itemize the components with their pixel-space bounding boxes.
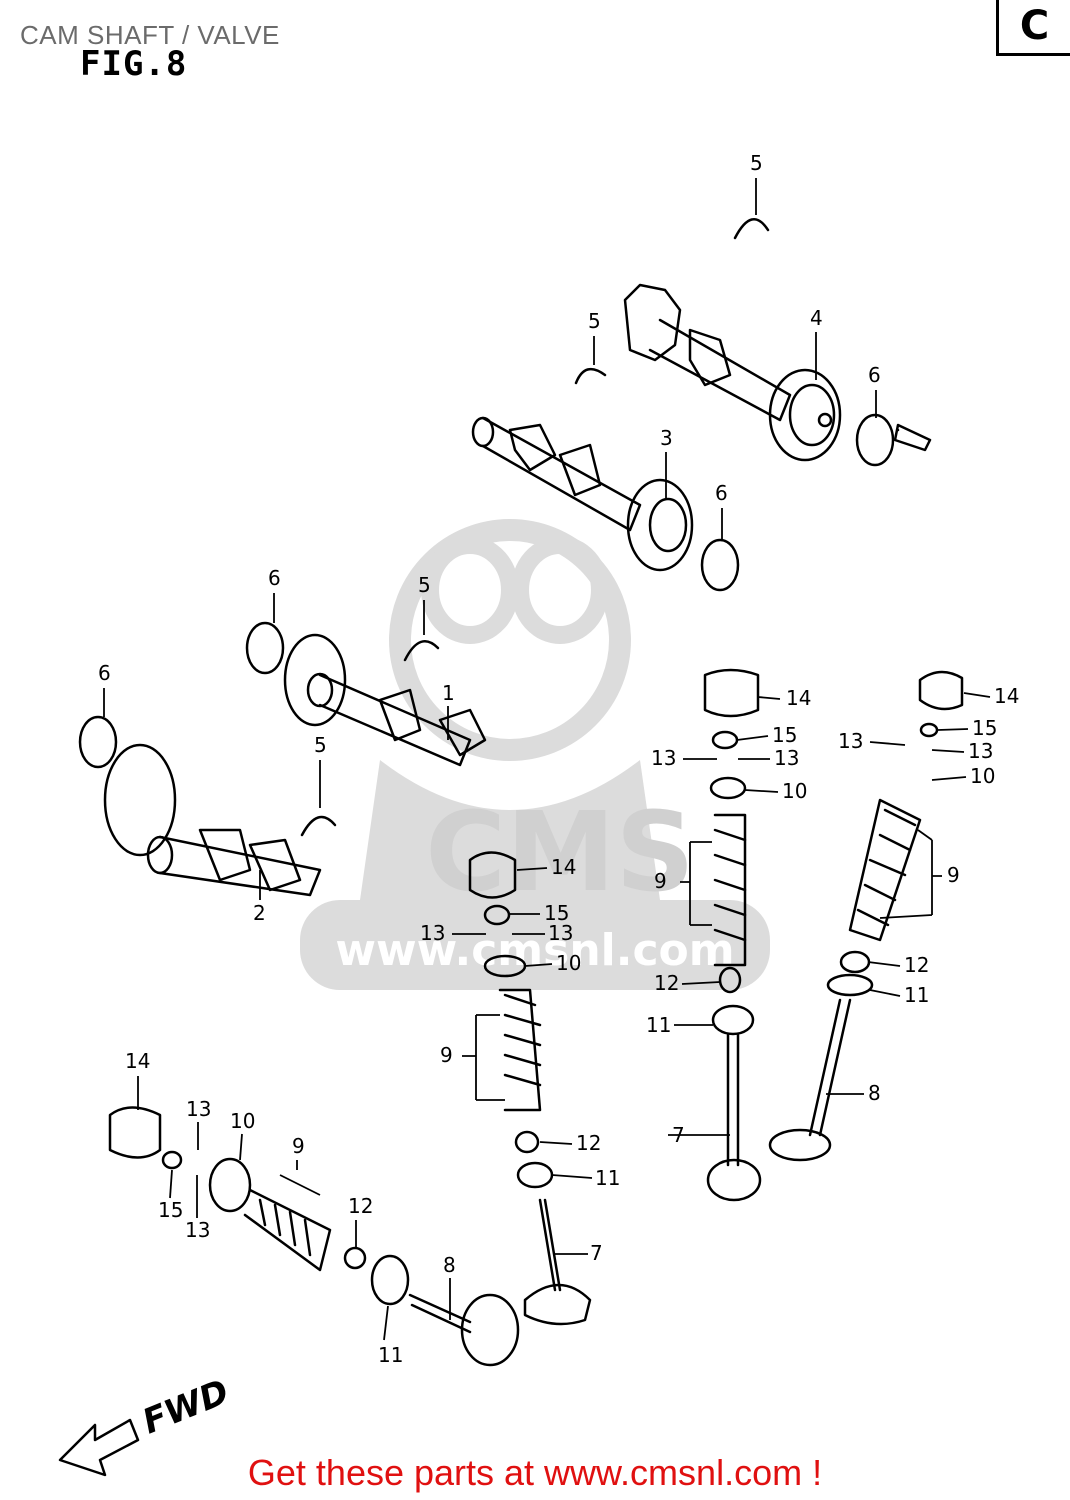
ring-6 [855,413,895,467]
clip-5 [733,218,770,240]
callout-15: 15 [972,716,997,740]
watermark-logo [300,519,770,990]
callout-6: 6 [715,481,728,505]
callout-15: 15 [772,723,797,747]
callout-11: 11 [378,1343,403,1367]
camshaft-4 [623,283,842,462]
callout-15: 15 [158,1198,183,1222]
leader-lines [103,178,991,1341]
callout-13: 13 [838,729,863,753]
clip-5 [574,367,607,385]
valve-assembly-center [468,851,592,1326]
callout-13: 13 [651,746,676,770]
callout-10: 10 [556,951,581,975]
callout-13: 13 [185,1218,210,1242]
callout-13: 13 [968,739,993,763]
callout-12: 12 [904,953,929,977]
footer-link[interactable]: Get these parts at www.cmsnl.com ! [247,1452,823,1493]
camshaft-2 [103,743,322,897]
callout-6: 6 [268,566,281,590]
callout-12: 12 [654,971,679,995]
figure-label: FIG.8 [80,44,188,84]
callout-8: 8 [868,1081,881,1105]
fwd-arrow-icon [58,1418,140,1477]
ring-6 [700,538,740,592]
callout-9: 9 [292,1134,305,1158]
callout-9: 9 [947,863,960,887]
callout-9: 9 [654,869,667,893]
callout-4: 4 [810,306,823,330]
ring-6 [78,715,118,769]
callout-6: 6 [98,661,111,685]
callout-5: 5 [418,573,431,597]
clip-5 [403,640,440,662]
callout-12: 12 [576,1131,601,1155]
callout-11: 11 [904,983,929,1007]
callout-1: 1 [442,681,455,705]
page-title: CAM SHAFT / VALVE [20,20,280,50]
valve-assembly-left [108,1106,520,1367]
callout-8: 8 [443,1253,456,1277]
watermark-brand: CMS [425,788,694,916]
camshaft-3 [471,416,694,572]
callout-10: 10 [782,779,807,803]
callout-7: 7 [590,1241,603,1265]
callout-5: 5 [314,733,327,757]
callout-5: 5 [750,151,763,175]
callout-9: 9 [440,1043,453,1067]
callout-5: 5 [588,309,601,333]
callout-3: 3 [660,426,673,450]
callout-13: 13 [774,746,799,770]
callout-13: 13 [420,921,445,945]
ring-6 [245,621,285,675]
callout-6: 6 [868,363,881,387]
callout-14: 14 [786,686,811,710]
callout-11: 11 [595,1166,620,1190]
valve-assembly-right [768,423,964,1162]
callout-10: 10 [970,764,995,788]
callout-13: 13 [548,921,573,945]
callout-labels: 1 2 3 4 5 5 5 5 6 6 6 6 7 7 8 8 9 9 9 9 … [98,151,1019,1367]
direction-label: FWD [137,1372,234,1442]
section-badge: C [996,0,1070,56]
callout-10: 10 [230,1109,255,1133]
clip-5 [300,815,337,837]
camshaft-1 [283,633,487,767]
callout-15: 15 [544,901,569,925]
callout-14: 14 [125,1049,150,1073]
watermark-url: www.cmsnl.com [335,925,734,976]
callout-14: 14 [994,684,1019,708]
callout-14: 14 [551,855,576,879]
callout-11: 11 [646,1013,671,1037]
callout-12: 12 [348,1194,373,1218]
valve-assembly-middle [703,668,762,1202]
callout-13: 13 [186,1097,211,1121]
callout-2: 2 [253,901,266,925]
